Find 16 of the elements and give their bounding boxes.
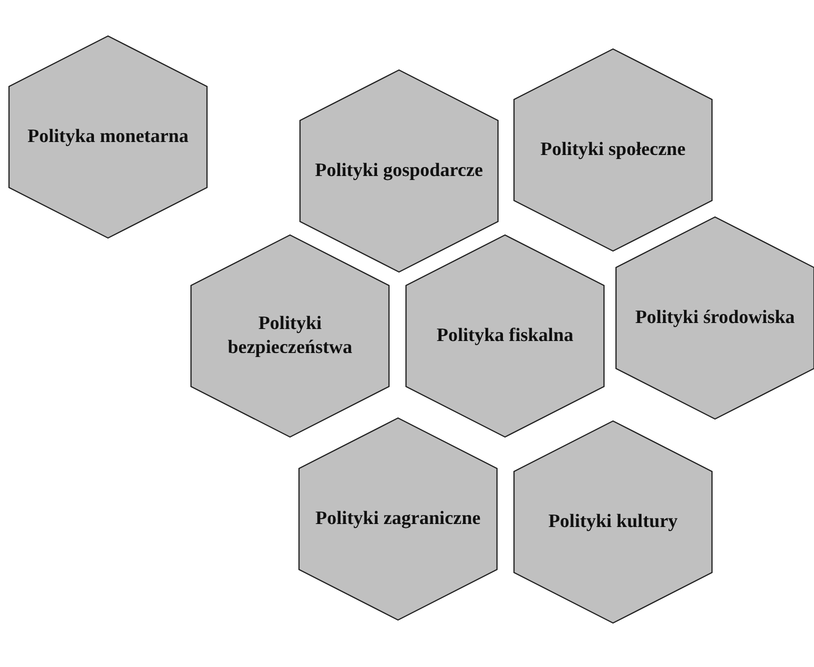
hexagon [191, 235, 389, 437]
hexagon-label: Polityki kultury [548, 510, 678, 534]
hexagon-label: Polityka fiskalna [436, 324, 574, 348]
hexagon [299, 418, 497, 620]
hexagon-label: Polityki społeczne [540, 138, 686, 162]
hexagon [616, 217, 814, 419]
hexagon [300, 70, 498, 272]
hexagon [514, 49, 712, 251]
hexagon [514, 421, 712, 623]
hexagon-label: Polityki środowiska [635, 306, 795, 330]
hexagon [9, 36, 207, 238]
hexagon-label: Polityki bezpieczeństwa [226, 312, 354, 360]
hexagon-label: Polityka monetarna [28, 125, 188, 149]
hexagon [406, 235, 604, 437]
hexagon-label: Polityki gospodarcze [314, 159, 483, 183]
hexagon-label: Polityki zagraniczne [315, 507, 481, 531]
